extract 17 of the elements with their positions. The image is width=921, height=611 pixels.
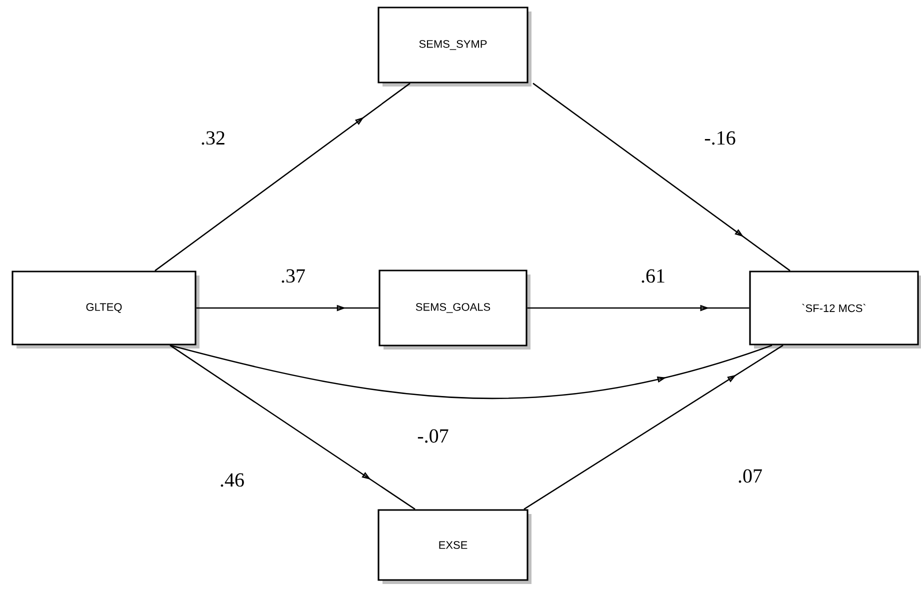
variable-box: EXSE (378, 509, 532, 584)
arrow (524, 344, 784, 510)
variable-box: GLTEQ (12, 270, 200, 348)
variable-box: SEMS_SYMP (378, 6, 532, 86)
arrow (532, 82, 790, 272)
variable-box: `SF-12 MCS` (749, 270, 921, 348)
arrow (154, 82, 410, 272)
edge-label: .46 (220, 473, 244, 487)
edge-label: -.07 (418, 429, 448, 443)
variable-box: SEMS_GOALS (378, 270, 530, 350)
arrow (170, 344, 772, 399)
edge-label: -.16 (704, 131, 736, 145)
edge-label: .37 (282, 269, 305, 283)
edge-label: .61 (642, 269, 664, 283)
edge-label: .07 (738, 469, 762, 483)
edge-label: .32 (202, 131, 224, 145)
arrow (170, 344, 416, 510)
